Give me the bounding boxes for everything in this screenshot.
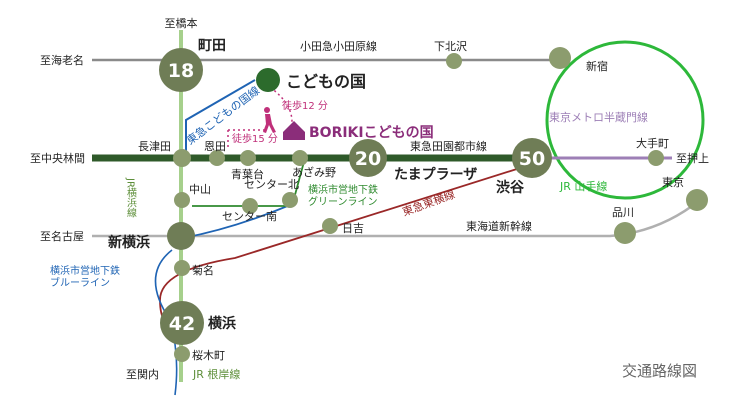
tama-plaza-minutes: 20 — [355, 148, 381, 170]
label-shibuya: 渋谷 — [496, 179, 525, 196]
label-jr-yokohama-line: JR横浜線 — [125, 177, 137, 218]
label-tama-plaza: たまプラーザ — [394, 167, 477, 183]
label-chuorinkan: 至中央林間 — [30, 151, 85, 165]
map-title: 交通路線図 — [622, 362, 697, 380]
label-shinagawa: 品川 — [612, 206, 634, 219]
yamanote-line — [545, 40, 705, 200]
shibuya-minutes: 50 — [519, 148, 545, 170]
station-center-minami[interactable] — [242, 198, 258, 214]
label-denentoshi-line: 東急田園都市線 — [410, 139, 487, 153]
label-shimokitazawa: 下北沢 — [434, 39, 467, 53]
station-center-kita[interactable] — [282, 192, 298, 208]
station-machida[interactable] — [159, 48, 203, 92]
label-green-line: 横浜市営地下鉄グリーンライン — [308, 183, 378, 208]
property-house-icon[interactable] — [283, 121, 305, 140]
label-center-minami: センター南 — [222, 210, 277, 223]
label-oshiage: 至押上 — [676, 151, 709, 165]
label-yokohama: 横浜 — [208, 315, 236, 332]
label-onda: 恩田 — [204, 140, 226, 153]
label-hanzomon-line: 東京メトロ半蔵門線 — [549, 110, 648, 124]
label-shinkansen-line: 東海道新幹線 — [466, 219, 532, 233]
kodomonokuni-line — [185, 79, 256, 158]
yokohama-minutes: 42 — [169, 313, 195, 335]
label-odakyu-line: 小田急小田原線 — [300, 39, 377, 53]
station-aobadai[interactable] — [240, 150, 256, 166]
station-shinyokohama[interactable] — [167, 222, 195, 250]
station-onda[interactable] — [209, 150, 225, 166]
label-aobadai: 青葉台 — [231, 167, 264, 181]
label-toyoko-line: 東急東横線 — [400, 187, 456, 219]
label-nagatsuta: 長津田 — [138, 140, 171, 153]
station-nagatsuta[interactable] — [173, 149, 191, 167]
station-kikuna[interactable] — [174, 260, 190, 276]
label-kodomonokuni: こどもの国 — [286, 72, 366, 91]
label-blue-line: 横浜市営地下鉄ブルーライン — [50, 264, 120, 289]
label-nakayama: 中山 — [189, 183, 211, 196]
station-nakayama[interactable] — [174, 192, 190, 208]
station-yokohama[interactable] — [160, 301, 204, 345]
label-azamino: あざみ野 — [292, 165, 336, 179]
station-shimokitazawa[interactable] — [446, 53, 462, 69]
station-sakuragicho[interactable] — [174, 346, 190, 362]
label-shinjuku: 新宿 — [586, 59, 608, 73]
station-shinagawa[interactable] — [614, 222, 636, 244]
label-nagoya: 至名古屋 — [40, 229, 84, 243]
station-hiyoshi[interactable] — [322, 218, 338, 234]
label-property: BORIKIこどもの国 — [309, 125, 434, 141]
label-center-kita: センター北 — [244, 178, 299, 191]
machida-minutes: 18 — [168, 60, 194, 82]
label-negishi-line: JR 根岸線 — [192, 367, 240, 381]
label-kikuna: 菊名 — [192, 263, 214, 277]
label-ebina: 至海老名 — [40, 53, 84, 67]
label-tokyo: 東京 — [662, 175, 684, 189]
label-sekinai: 至関内 — [126, 367, 159, 381]
label-sakuragicho: 桜木町 — [192, 348, 225, 362]
station-tama-plaza[interactable] — [349, 139, 387, 177]
label-walk12: 徒歩12 分 — [282, 99, 328, 112]
label-otemachi: 大手町 — [636, 136, 669, 150]
label-machida: 町田 — [198, 38, 226, 54]
label-shinyokohama: 新横浜 — [108, 234, 150, 251]
station-shinjuku[interactable] — [549, 47, 571, 69]
label-yamanote-line: JR 山手線 — [559, 179, 607, 193]
kodomonokuni-marker[interactable] — [256, 68, 280, 92]
station-azamino[interactable] — [292, 150, 308, 166]
walking-person-icon — [263, 107, 276, 133]
station-tokyo[interactable] — [686, 189, 708, 211]
label-walk15: 徒歩15 分 — [232, 132, 278, 145]
station-otemachi[interactable] — [648, 150, 664, 166]
label-hiyoshi: 日吉 — [342, 222, 364, 235]
label-hashimoto: 至橋本 — [165, 16, 198, 30]
station-shibuya[interactable] — [512, 138, 552, 178]
